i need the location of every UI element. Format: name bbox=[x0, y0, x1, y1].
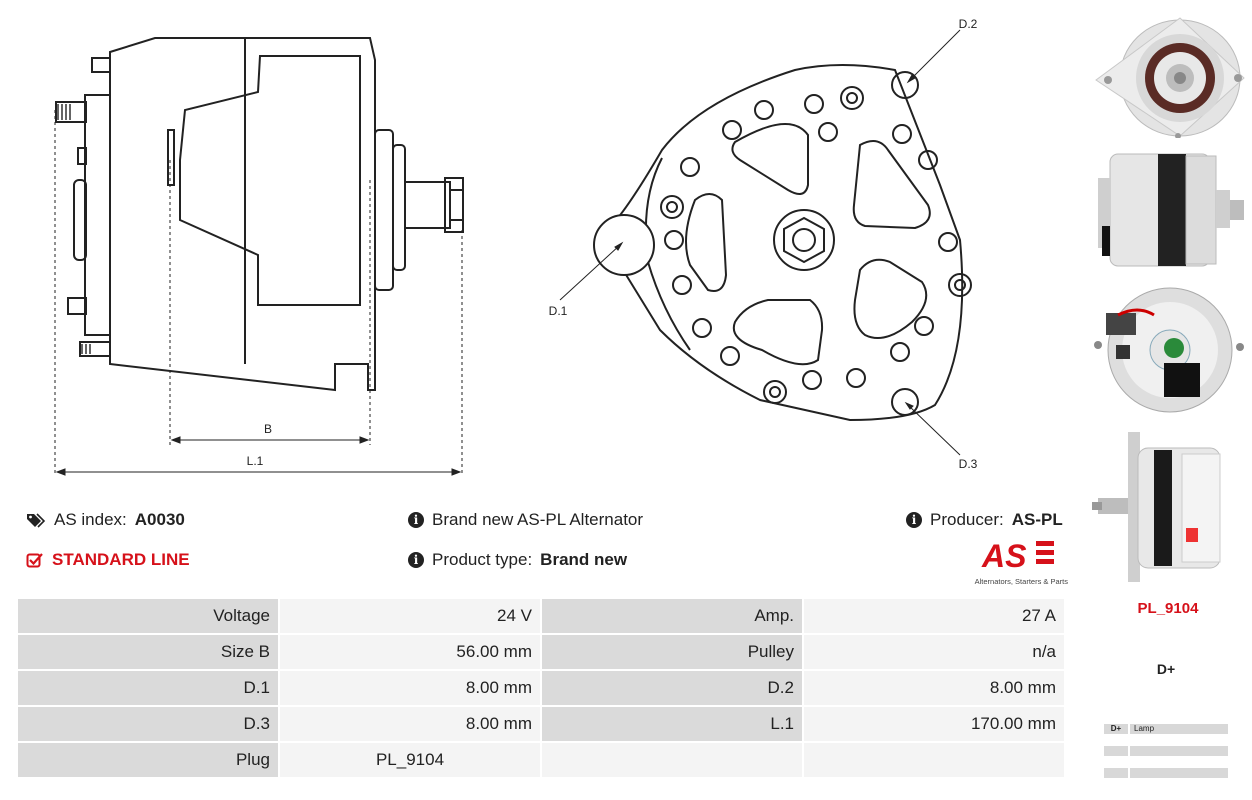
spec-value: 8.00 mm bbox=[280, 671, 540, 705]
spec-empty bbox=[804, 743, 1064, 777]
info-icon: i bbox=[408, 512, 424, 528]
logo-tagline: Alternators, Starters & Parts bbox=[974, 577, 1068, 586]
table-row: Plug PL_9104 bbox=[18, 743, 1064, 777]
spec-label: Voltage bbox=[18, 599, 278, 633]
spec-label: D.2 bbox=[542, 671, 802, 705]
spec-label: D.3 bbox=[18, 707, 278, 741]
product-type-label: Product type: bbox=[432, 550, 533, 569]
spec-value: 8.00 mm bbox=[280, 707, 540, 741]
spec-value: 170.00 mm bbox=[804, 707, 1064, 741]
spec-label: Size B bbox=[18, 635, 278, 669]
as-index-label: AS index: bbox=[54, 510, 127, 529]
spec-value: 8.00 mm bbox=[804, 671, 1064, 705]
producer-value: AS-PL bbox=[1011, 510, 1063, 529]
product-photo-side[interactable] bbox=[1088, 148, 1248, 273]
table-row: Size B 56.00 mm Pulley n/a bbox=[18, 635, 1064, 669]
front-view-drawing: D.2 D.1 D.3 bbox=[549, 17, 978, 471]
plug-code[interactable]: PL_9104 bbox=[1137, 600, 1199, 617]
plug-legend-row bbox=[1104, 768, 1228, 778]
product-type: i Product type: Brand new bbox=[408, 550, 627, 570]
plug-legend-row bbox=[1104, 746, 1228, 756]
as-pl-logo[interactable]: AS Alternators, Starters & Parts bbox=[964, 538, 1068, 586]
producer-label: Producer: bbox=[930, 510, 1004, 529]
spec-value: 56.00 mm bbox=[280, 635, 540, 669]
product-line-label: STANDARD LINE bbox=[52, 550, 190, 569]
legend-pin: D+ bbox=[1104, 724, 1128, 734]
product-photo-angle[interactable] bbox=[1088, 428, 1248, 588]
checkbox-icon bbox=[26, 552, 44, 568]
legend-pin bbox=[1104, 746, 1128, 756]
table-row: D.1 8.00 mm D.2 8.00 mm bbox=[18, 671, 1064, 705]
legend-pin bbox=[1104, 768, 1128, 778]
product-line: STANDARD LINE bbox=[26, 550, 190, 570]
as-logo-mark: AS bbox=[981, 538, 1054, 574]
product-photo-front[interactable] bbox=[1088, 8, 1248, 138]
spec-empty bbox=[542, 743, 802, 777]
product-photo-rear[interactable] bbox=[1088, 285, 1248, 415]
spec-label: Amp. bbox=[542, 599, 802, 633]
dim-d2-label: D.2 bbox=[959, 17, 978, 31]
side-view-drawing: B L.1 bbox=[54, 37, 464, 476]
dim-b-label: B bbox=[264, 422, 272, 436]
plug-legend-row: D+ Lamp bbox=[1104, 724, 1228, 734]
spec-value: 24 V bbox=[280, 599, 540, 633]
spec-label: L.1 bbox=[542, 707, 802, 741]
spec-label: D.1 bbox=[18, 671, 278, 705]
spec-value: PL_9104 bbox=[280, 743, 540, 777]
as-index-value: A0030 bbox=[134, 510, 185, 529]
plug-terminal: D+ bbox=[1156, 661, 1176, 677]
spec-value: 27 A bbox=[804, 599, 1064, 633]
spec-label: Plug bbox=[18, 743, 278, 777]
dim-d3-label: D.3 bbox=[959, 457, 978, 471]
description-text: Brand new AS-PL Alternator bbox=[432, 510, 644, 529]
legend-desc: Lamp bbox=[1130, 724, 1228, 734]
product-type-value: Brand new bbox=[540, 550, 628, 569]
dim-d1-label: D.1 bbox=[549, 304, 568, 318]
table-row: Voltage 24 V Amp. 27 A bbox=[18, 599, 1064, 633]
tags-icon bbox=[26, 512, 46, 528]
table-row: D.3 8.00 mm L.1 170.00 mm bbox=[18, 707, 1064, 741]
description: i Brand new AS-PL Alternator bbox=[408, 510, 643, 530]
producer: i Producer: AS-PL bbox=[906, 510, 1063, 530]
info-icon: i bbox=[408, 552, 424, 568]
legend-desc bbox=[1130, 768, 1228, 778]
spec-table: Voltage 24 V Amp. 27 A Size B 56.00 mm P… bbox=[16, 597, 1066, 779]
spec-label: Pulley bbox=[542, 635, 802, 669]
legend-desc bbox=[1130, 746, 1228, 756]
logo-text: AS bbox=[981, 538, 1027, 570]
spec-value: n/a bbox=[804, 635, 1064, 669]
dim-l1-label: L.1 bbox=[247, 454, 264, 468]
info-icon: i bbox=[906, 512, 922, 528]
as-index: AS index: A0030 bbox=[26, 510, 185, 530]
